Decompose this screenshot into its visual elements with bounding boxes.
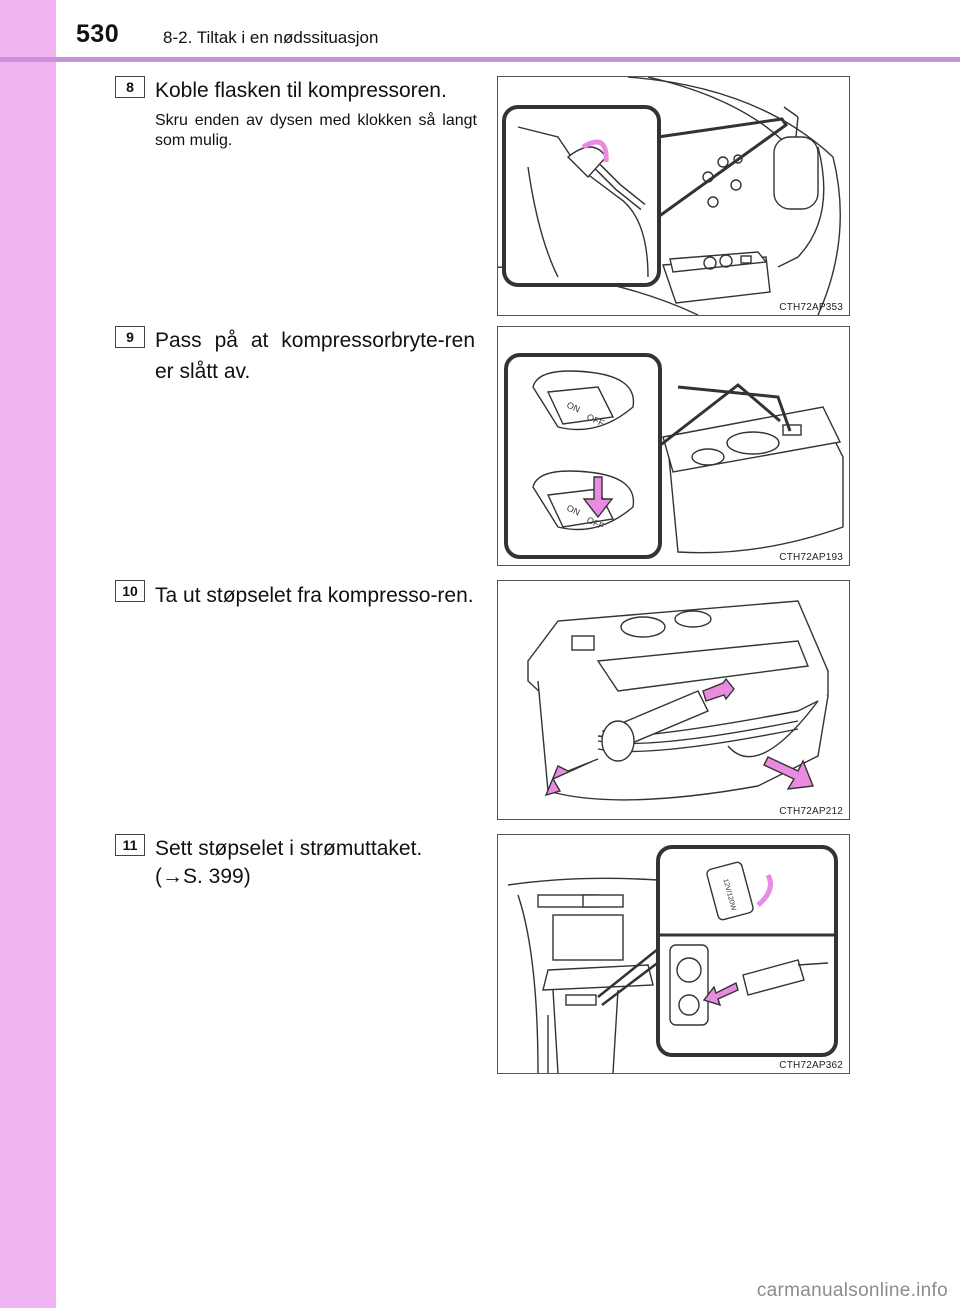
- step-title-10: Ta ut støpselet fra kompresso-ren.: [155, 584, 474, 607]
- figure-unplug: CTH72AP212: [497, 580, 850, 820]
- header-rule: [0, 57, 960, 62]
- power-outlet-illustration: 12V/120W: [507, 845, 838, 1073]
- figure-switch-off: ON OFF ON OFF CTH72AP193: [497, 326, 850, 566]
- step-number-8: 8: [115, 76, 145, 98]
- unplug-illustration: [527, 600, 829, 801]
- step-reference-11[interactable]: (→S. 399): [155, 865, 251, 888]
- step-subtitle-8: Skru enden av dysen med klokken så langt…: [155, 112, 477, 149]
- figure-connect-bottle: CTH72AP353: [497, 76, 850, 316]
- step-number-9: 9: [115, 326, 145, 348]
- side-tab: [0, 0, 56, 1308]
- step-number-11: 11: [115, 834, 145, 856]
- figure-code: CTH72AP193: [779, 552, 843, 563]
- step-title-9: Pass på at kompressorbryte-ren er slått …: [155, 329, 475, 383]
- compressor-switch-illustration: ON OFF ON OFF: [504, 353, 844, 559]
- section-title: 8-2. Tiltak i en nødssituasjon: [163, 28, 379, 47]
- step-title-8: Koble flasken til kompressoren.: [155, 79, 447, 102]
- watermark: carmanualsonline.info: [756, 1280, 948, 1301]
- step-title-11: Sett støpselet i strømuttaket.: [155, 837, 423, 860]
- figure-code: CTH72AP212: [779, 806, 843, 817]
- bottle-compressor-illustration: [498, 77, 841, 315]
- page-number: 530: [76, 20, 120, 48]
- figure-power-outlet: 12V/120W CTH72AP362: [497, 834, 850, 1074]
- step-number-10: 10: [115, 580, 145, 602]
- figure-code: CTH72AP353: [779, 302, 843, 313]
- figure-code: CTH72AP362: [779, 1060, 843, 1071]
